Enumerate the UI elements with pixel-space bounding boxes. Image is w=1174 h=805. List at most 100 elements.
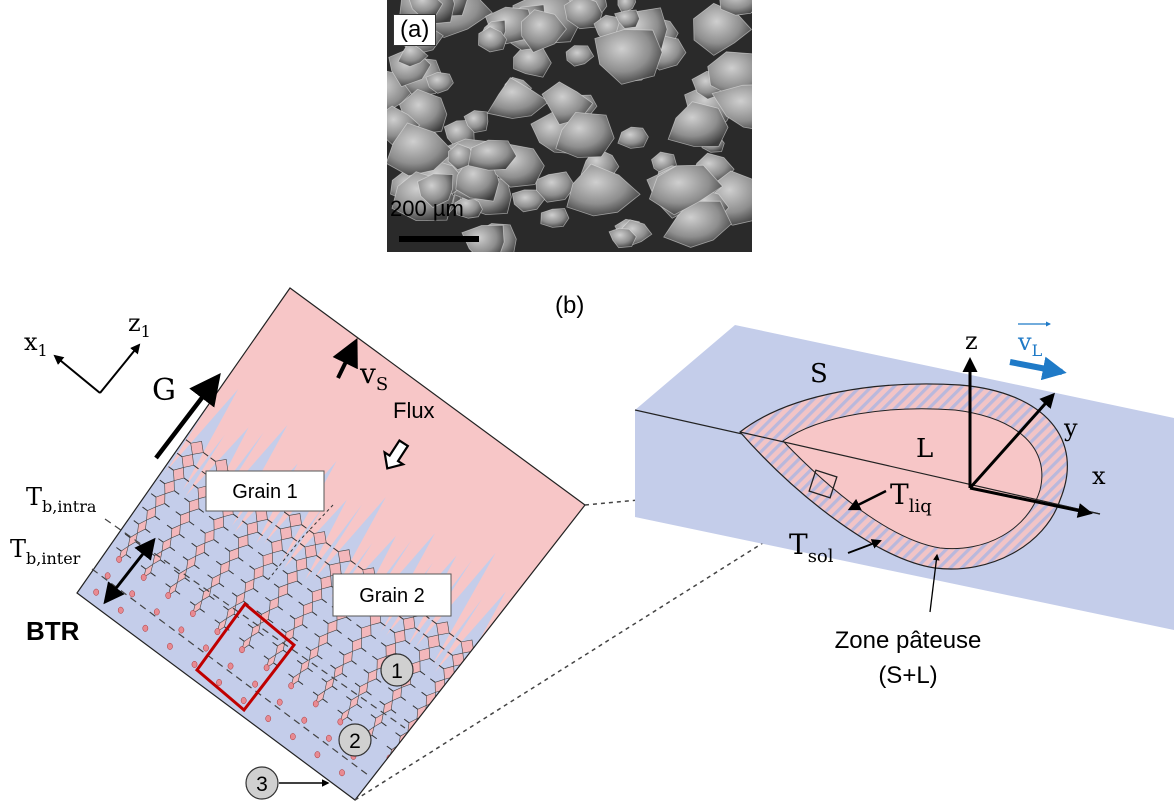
secondary-arm: [410, 683, 416, 689]
liquid-droplet: [153, 608, 160, 616]
secondary-arm: [208, 515, 215, 521]
secondary-arm: [403, 718, 410, 724]
sem-grain: [535, 171, 576, 203]
solidification-velocity-label: vS: [359, 357, 388, 395]
secondary-arm: [249, 565, 255, 570]
liquid-droplet: [214, 628, 221, 636]
secondary-arm: [347, 637, 353, 643]
secondary-arm: [150, 493, 157, 498]
secondary-arm: [347, 716, 353, 722]
secondary-arm: [192, 484, 199, 489]
panel-a-tag: (a): [393, 14, 437, 46]
secondary-arm: [381, 721, 387, 727]
secondary-arm: [400, 696, 407, 701]
z1-axis-arrow: [99, 343, 141, 394]
secondary-arm: [425, 714, 431, 719]
secondary-arm: [350, 560, 356, 565]
secondary-arm: [351, 660, 357, 665]
secondary-arm: [209, 595, 215, 600]
liquid-droplet: [227, 662, 234, 670]
interdendritic-liquid: [304, 544, 317, 559]
symmetry-line: [739, 431, 1101, 515]
secondary-arm: [388, 687, 394, 692]
sem-grain: [617, 0, 637, 15]
secondary-arm: [223, 526, 229, 531]
interdendritic-liquid: [201, 586, 212, 602]
sem-grain: [555, 111, 615, 158]
secondary-arm: [307, 667, 313, 673]
solidification-velocity-arrow: [332, 337, 358, 379]
secondary-arm: [273, 583, 280, 588]
grain-1-label: Grain 1: [232, 481, 298, 503]
dendrite-array: [77, 288, 585, 797]
sem-micrograph: (a) 200 µm: [387, 0, 752, 252]
secondary-arm: [291, 537, 298, 542]
interdendritic-liquid: [271, 539, 283, 554]
interdendritic-liquid: [337, 549, 352, 564]
secondary-arm: [228, 570, 234, 575]
secondary-arm: [292, 637, 299, 642]
secondary-arm: [168, 466, 174, 471]
secondary-arm: [415, 727, 421, 732]
secondary-arm: [238, 557, 244, 562]
x-axis-arrow: [969, 486, 1093, 518]
secondary-arm: [210, 457, 216, 462]
svg-text:2: 2: [349, 730, 361, 753]
secondary-arm: [282, 549, 288, 555]
interdendritic-liquid: [176, 568, 188, 583]
interdendritic-liquid: [443, 665, 455, 680]
secondary-arm: [189, 601, 196, 606]
secondary-arm: [253, 588, 259, 593]
secondary-arm: [256, 610, 262, 615]
interdendritic-liquid: [349, 695, 360, 710]
local-axes: x1 z1: [24, 309, 151, 394]
secondary-arm: [239, 637, 245, 642]
scale-bar: [399, 236, 479, 242]
liquid-droplet: [216, 679, 222, 686]
secondary-arm: [175, 511, 181, 516]
secondary-arm: [356, 703, 363, 709]
dendrite-trunk: [340, 598, 483, 797]
secondary-arm: [370, 634, 377, 640]
x-axis-label: x: [1092, 462, 1106, 490]
interdendritic-liquid: [382, 700, 393, 715]
secondary-arm: [198, 587, 204, 593]
secondary-arm: [297, 680, 304, 685]
liquid-droplet: [116, 555, 122, 563]
secondary-arm: [166, 524, 173, 530]
secondary-arm: [316, 555, 322, 560]
z1-axis-label: z1: [128, 309, 151, 341]
secondary-arm: [247, 544, 254, 549]
liquid-droplet: [140, 573, 147, 581]
isotherm-inter: [91, 568, 369, 776]
secondary-arm: [188, 521, 195, 526]
secondary-arm: [414, 646, 420, 652]
zoom-box: [808, 469, 838, 499]
t-sol-pointer: [847, 539, 882, 554]
secondary-arm: [370, 714, 377, 719]
sem-grain: [667, 101, 729, 147]
laser-velocity-label: vL: [1017, 328, 1043, 360]
secondary-arm: [288, 673, 294, 678]
secondary-arm: [307, 588, 313, 593]
interdendritic-liquid: [418, 647, 431, 662]
interdendritic-liquid: [280, 526, 293, 541]
x1-axis-label: x1: [24, 328, 48, 360]
secondary-arm: [333, 547, 339, 552]
secondary-arm: [338, 651, 345, 656]
secondary-arm: [312, 691, 319, 696]
secondary-arm: [354, 682, 361, 688]
secondary-arm: [265, 596, 271, 602]
secondary-arm: [390, 709, 397, 714]
mushy-zone-pointer: [929, 553, 940, 613]
liquid-droplet: [178, 626, 185, 634]
sem-grain: [648, 164, 724, 216]
interdendritic-liquid: [299, 658, 310, 674]
liquid-droplet: [301, 716, 308, 724]
liquid-label: L: [916, 434, 933, 464]
secondary-arm: [438, 664, 445, 670]
t-inter-label: Tb,inter: [10, 535, 81, 568]
sem-grain: [563, 0, 603, 30]
secondary-arm: [169, 546, 176, 552]
grain-boundary: [267, 504, 334, 581]
